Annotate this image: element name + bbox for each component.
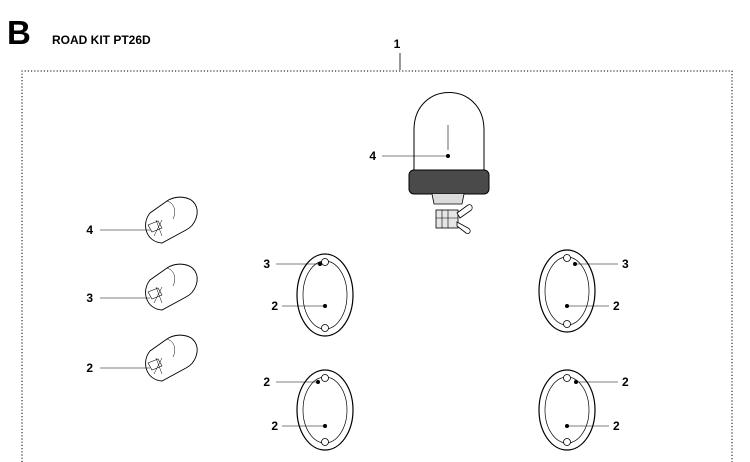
lamp-3-top-callout: 2 [263, 375, 270, 389]
bulb-callout-2: 3 [86, 291, 93, 305]
lamp-4-center-callout: 2 [613, 419, 620, 433]
lamp-2-center-callout: 2 [613, 299, 620, 313]
bulb-1 [100, 196, 198, 244]
lamp-1 [276, 253, 354, 337]
lamp-1-center-callout: 2 [271, 299, 278, 313]
lamp-3 [276, 369, 354, 451]
assembly-frame [21, 70, 733, 462]
lamp-2-top-callout: 3 [622, 257, 629, 271]
bulb-2 [100, 263, 198, 311]
lamp-4-top-callout: 2 [622, 375, 629, 389]
bulb-3 [100, 334, 198, 382]
lamp-3-center-callout: 2 [271, 419, 278, 433]
bulb-callout-1: 4 [86, 223, 93, 237]
lamp-1-top-callout: 3 [263, 257, 270, 271]
lamp-2 [538, 249, 618, 333]
section-letter: B [7, 14, 31, 51]
beacon-light [382, 92, 490, 234]
beacon-callout: 4 [369, 149, 376, 163]
lamp-4 [538, 369, 618, 451]
assembly-callout: 1 [394, 37, 401, 51]
bulb-callout-3: 2 [86, 361, 93, 375]
section-title: ROAD KIT PT26D [52, 33, 151, 47]
page-header: B ROAD KIT PT26D [0, 0, 750, 60]
